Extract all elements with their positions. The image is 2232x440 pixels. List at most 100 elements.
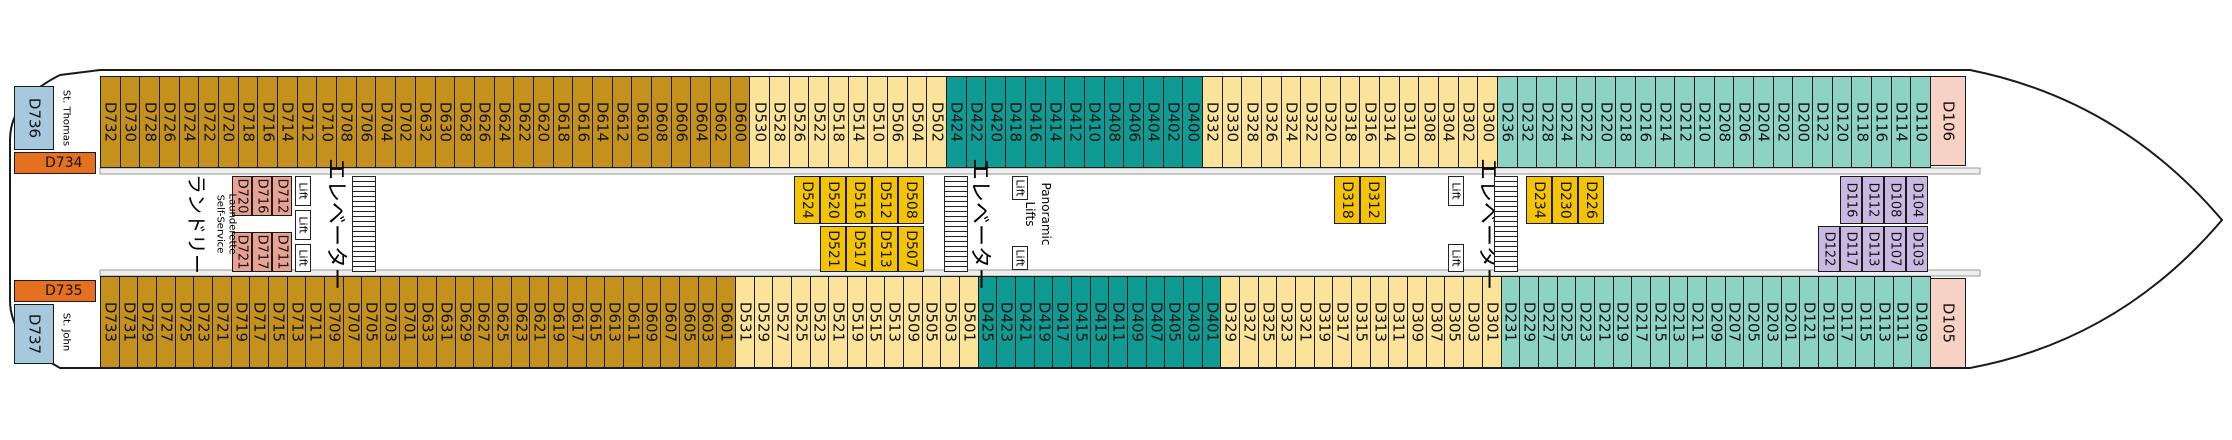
cabin-D211[interactable]: D211 [1687,276,1707,368]
cabin-D711[interactable]: D711 [272,232,292,272]
cabin-D404[interactable]: D404 [1142,76,1164,168]
cabin-D721[interactable]: D721 [212,276,232,368]
cabin-D529[interactable]: D529 [753,276,774,368]
cabin-D313[interactable]: D313 [1369,276,1390,368]
cabin-D220[interactable]: D220 [1595,76,1617,168]
cabin-D514[interactable]: D514 [847,76,869,168]
cabin-D321[interactable]: D321 [1295,276,1315,368]
cabin-D417[interactable]: D417 [1052,276,1073,368]
cabin-D205[interactable]: D205 [1743,276,1763,368]
cabin-D530[interactable]: D530 [749,76,771,168]
cabin-D722[interactable]: D722 [198,76,220,168]
cabin-D601[interactable]: D601 [716,276,736,368]
cabin-D726[interactable]: D726 [159,76,180,168]
cabin-D228[interactable]: D228 [1536,76,1558,168]
cabin-D312[interactable]: D312 [1360,176,1386,224]
cabin-D516[interactable]: D516 [846,176,872,224]
cabin-D618[interactable]: D618 [552,76,574,168]
cabin-D526[interactable]: D526 [788,76,810,168]
cabin-D609[interactable]: D609 [641,276,662,368]
cabin-D118[interactable]: D118 [1851,76,1872,168]
cabin-D206[interactable]: D206 [1733,76,1754,168]
cabin-D522[interactable]: D522 [808,76,830,168]
cabin-D304[interactable]: D304 [1438,76,1459,168]
cabin-D402[interactable]: D402 [1162,76,1184,168]
cabin-D411[interactable]: D411 [1108,276,1129,368]
cabin-D718[interactable]: D718 [237,76,259,168]
cabin-D229[interactable]: D229 [1519,276,1539,368]
cabin-D517[interactable]: D517 [846,226,872,272]
cabin-D105[interactable]: D105 [1930,278,1966,368]
cabin-D734[interactable]: D734 [14,152,96,174]
cabin-D506[interactable]: D506 [887,76,908,168]
cabin-D521[interactable]: D521 [820,226,846,272]
cabin-D727[interactable]: D727 [156,276,176,368]
cabin-D710[interactable]: D710 [316,76,338,168]
cabin-D736[interactable]: D736 [14,86,54,150]
cabin-D407[interactable]: D407 [1145,276,1166,368]
cabin-D319[interactable]: D319 [1313,276,1334,368]
cabin-D121[interactable]: D121 [1799,276,1819,368]
cabin-D226[interactable]: D226 [1578,176,1604,224]
cabin-D117[interactable]: D117 [1840,226,1862,272]
cabin-D300[interactable]: D300 [1477,76,1499,168]
cabin-D631[interactable]: D631 [436,276,456,368]
cabin-D632[interactable]: D632 [414,76,436,168]
cabin-D706[interactable]: D706 [355,76,377,168]
cabin-D236[interactable]: D236 [1497,76,1518,168]
cabin-D116[interactable]: D116 [1840,176,1862,224]
cabin-D630[interactable]: D630 [434,76,456,168]
cabin-D317[interactable]: D317 [1332,276,1353,368]
cabin-D113[interactable]: D113 [1862,226,1884,272]
cabin-D625[interactable]: D625 [492,276,512,368]
cabin-D324[interactable]: D324 [1280,76,1302,168]
cabin-D708[interactable]: D708 [336,76,357,168]
cabin-D716[interactable]: D716 [257,76,279,168]
cabin-D225[interactable]: D225 [1556,276,1577,368]
cabin-D607[interactable]: D607 [660,276,680,368]
cabin-D523[interactable]: D523 [809,276,830,368]
cabin-D418[interactable]: D418 [1005,76,1026,168]
cabin-D315[interactable]: D315 [1351,276,1371,368]
cabin-D617[interactable]: D617 [566,276,587,368]
cabin-D328[interactable]: D328 [1241,76,1262,168]
cabin-D323[interactable]: D323 [1276,276,1297,368]
cabin-D116[interactable]: D116 [1870,76,1892,168]
cabin-D302[interactable]: D302 [1457,76,1479,168]
cabin-D117[interactable]: D117 [1836,276,1857,368]
cabin-D719[interactable]: D719 [230,276,251,368]
cabin-D234[interactable]: D234 [1526,176,1552,224]
cabin-D621[interactable]: D621 [529,276,550,368]
cabin-D531[interactable]: D531 [734,276,755,368]
cabin-D112[interactable]: D112 [1862,176,1884,224]
cabin-D724[interactable]: D724 [178,76,200,168]
cabin-D701[interactable]: D701 [398,276,419,368]
cabin-D109[interactable]: D109 [1911,276,1931,368]
cabin-D113[interactable]: D113 [1873,276,1894,368]
cabin-D200[interactable]: D200 [1792,76,1813,168]
cabin-D600[interactable]: D600 [729,76,751,168]
cabin-D712[interactable]: D712 [296,76,318,168]
cabin-D209[interactable]: D209 [1705,276,1726,368]
cabin-D318[interactable]: D318 [1334,176,1360,224]
cabin-D720[interactable]: D720 [218,76,239,168]
cabin-D419[interactable]: D419 [1033,276,1054,368]
cabin-D326[interactable]: D326 [1260,76,1282,168]
cabin-D218[interactable]: D218 [1615,76,1636,168]
cabin-D416[interactable]: D416 [1024,76,1046,168]
cabin-D213[interactable]: D213 [1668,276,1689,368]
cabin-D619[interactable]: D619 [548,276,568,368]
cabin-D405[interactable]: D405 [1164,276,1185,368]
cabin-D713[interactable]: D713 [286,276,307,368]
cabin-D528[interactable]: D528 [769,76,790,168]
cabin-D513[interactable]: D513 [884,276,904,368]
cabin-D207[interactable]: D207 [1724,276,1745,368]
cabin-D122[interactable]: D122 [1811,76,1833,168]
cabin-D230[interactable]: D230 [1552,176,1578,224]
cabin-D731[interactable]: D731 [118,276,139,368]
cabin-D320[interactable]: D320 [1320,76,1341,168]
cabin-D524[interactable]: D524 [794,176,820,224]
cabin-D201[interactable]: D201 [1780,276,1801,368]
cabin-D602[interactable]: D602 [710,76,731,168]
cabin-D608[interactable]: D608 [650,76,672,168]
